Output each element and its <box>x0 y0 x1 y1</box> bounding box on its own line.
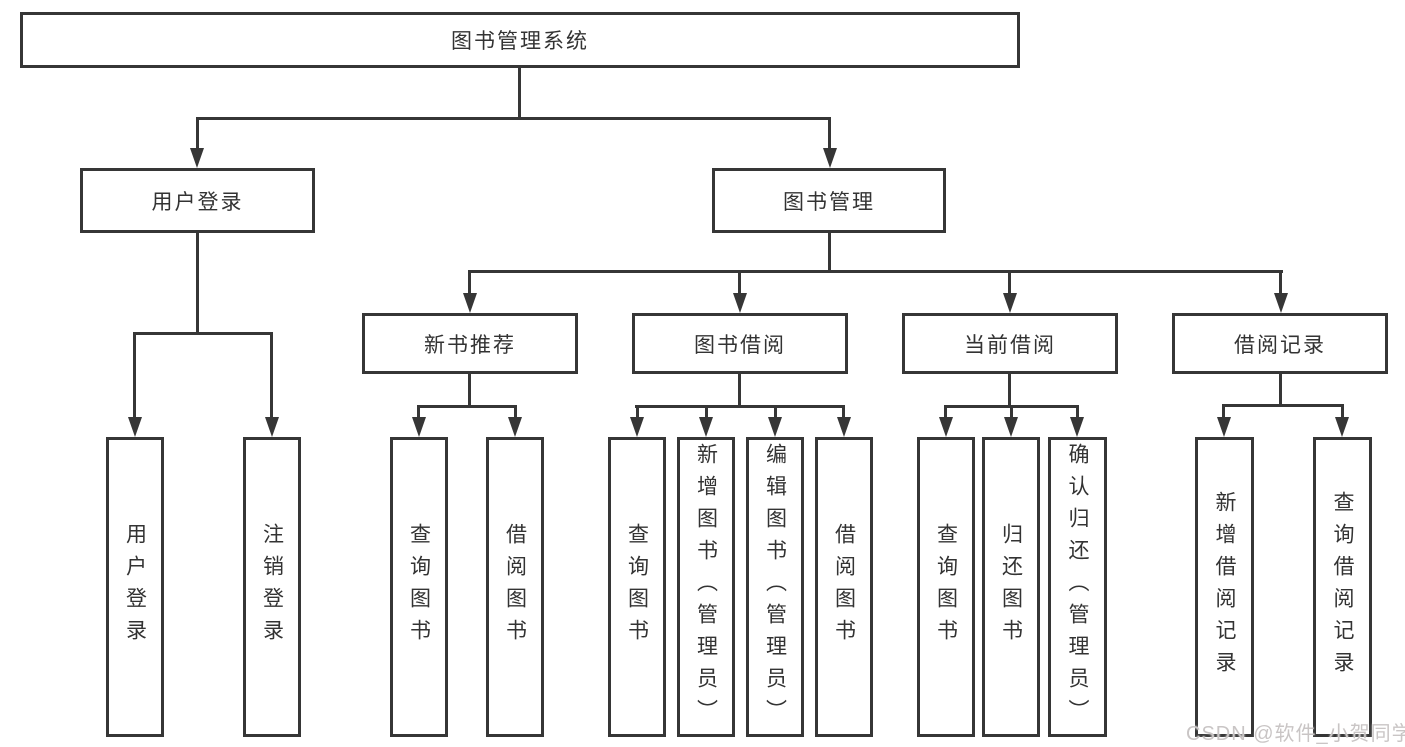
connector-line <box>1008 270 1011 296</box>
leaf-borrow-book-2-label: 借阅图书 <box>832 523 856 651</box>
leaf-user-login: 用户登录 <box>106 437 164 737</box>
connector-line <box>1279 270 1282 296</box>
node-book-borrow-label: 图书借阅 <box>694 333 786 357</box>
leaf-query-book-1-label: 查询图书 <box>407 523 431 651</box>
arrow-down-icon <box>265 417 279 437</box>
arrow-down-icon <box>190 148 204 168</box>
connector-line <box>133 332 273 335</box>
arrow-down-icon <box>508 417 522 437</box>
leaf-user-login-label: 用户登录 <box>123 523 147 651</box>
connector-line <box>270 332 273 420</box>
node-borrow-record-label: 借阅记录 <box>1234 333 1326 357</box>
node-user-login-label: 用户登录 <box>151 190 244 214</box>
arrow-down-icon <box>837 417 851 437</box>
leaf-query-borrow-record-label: 查询借阅记录 <box>1331 491 1354 683</box>
arrow-down-icon <box>699 417 713 437</box>
arrow-down-icon <box>128 417 142 437</box>
connector-line <box>944 405 947 420</box>
leaf-logout-label: 注销登录 <box>260 523 284 651</box>
leaf-confirm-return-admin-label: 确认归还（管理员） <box>1066 443 1089 731</box>
connector-line <box>1222 404 1225 420</box>
arrow-down-icon <box>823 148 837 168</box>
connector-line <box>514 405 517 420</box>
connector-line <box>1279 374 1282 406</box>
node-book-borrow: 图书借阅 <box>632 313 848 374</box>
connector-line <box>1076 405 1079 420</box>
connector-line <box>1010 405 1013 420</box>
connector-line <box>1008 374 1011 408</box>
connector-line <box>705 405 708 420</box>
leaf-borrow-book-1-label: 借阅图书 <box>503 523 527 651</box>
node-user-login: 用户登录 <box>80 168 315 233</box>
connector-line <box>468 374 471 408</box>
arrow-down-icon <box>630 417 644 437</box>
arrow-down-icon <box>1004 417 1018 437</box>
leaf-return-book: 归还图书 <box>982 437 1040 737</box>
arrow-down-icon <box>939 417 953 437</box>
node-current-borrow: 当前借阅 <box>902 313 1118 374</box>
arrow-down-icon <box>1070 417 1084 437</box>
connector-line <box>738 374 741 408</box>
leaf-borrow-book-2: 借阅图书 <box>815 437 873 737</box>
arrow-down-icon <box>1335 417 1349 437</box>
connector-line <box>635 405 845 408</box>
leaf-edit-book-admin-label: 编辑图书（管理员） <box>763 443 787 731</box>
node-root: 图书管理系统 <box>20 12 1020 68</box>
connector-line <box>417 405 517 408</box>
node-current-borrow-label: 当前借阅 <box>964 333 1056 357</box>
connector-line <box>468 270 471 296</box>
node-new-book-recommend-label: 新书推荐 <box>424 333 516 357</box>
connector-line <box>842 405 845 420</box>
connector-line <box>196 233 199 335</box>
leaf-query-book-2: 查询图书 <box>608 437 666 737</box>
arrow-down-icon <box>463 293 477 313</box>
leaf-query-book-3-label: 查询图书 <box>934 523 958 651</box>
connector-line <box>468 270 1283 273</box>
leaf-query-borrow-record: 查询借阅记录 <box>1313 437 1372 737</box>
leaf-borrow-book-1: 借阅图书 <box>486 437 544 737</box>
arrow-down-icon <box>1003 293 1017 313</box>
connector-line <box>133 332 136 420</box>
leaf-confirm-return-admin: 确认归还（管理员） <box>1048 437 1107 737</box>
leaf-query-book-1: 查询图书 <box>390 437 448 737</box>
arrow-down-icon <box>1274 293 1288 313</box>
leaf-query-book-2-label: 查询图书 <box>625 523 649 651</box>
node-book-management-label: 图书管理 <box>783 190 875 214</box>
node-borrow-record: 借阅记录 <box>1172 313 1388 374</box>
arrow-down-icon <box>733 293 747 313</box>
node-new-book-recommend: 新书推荐 <box>362 313 578 374</box>
csdn-watermark: CSDN @软件_小贺同学 <box>1186 723 1405 745</box>
leaf-logout: 注销登录 <box>243 437 301 737</box>
connector-line <box>1341 404 1344 420</box>
leaf-add-borrow-record: 新增借阅记录 <box>1195 437 1254 737</box>
leaf-add-book-admin-label: 新增图书（管理员） <box>694 443 718 731</box>
node-book-management: 图书管理 <box>712 168 946 233</box>
leaf-add-borrow-record-label: 新增借阅记录 <box>1213 491 1236 683</box>
connector-line <box>774 405 777 420</box>
connector-line <box>828 233 831 273</box>
connector-line <box>636 405 639 420</box>
connector-line <box>828 117 831 151</box>
arrow-down-icon <box>412 417 426 437</box>
leaf-edit-book-admin: 编辑图书（管理员） <box>746 437 804 737</box>
node-root-label: 图书管理系统 <box>451 30 589 53</box>
connector-line <box>196 117 831 120</box>
connector-line <box>518 68 521 120</box>
leaf-return-book-label: 归还图书 <box>999 523 1023 651</box>
leaf-add-book-admin: 新增图书（管理员） <box>677 437 735 737</box>
connector-line <box>1222 404 1344 407</box>
arrow-down-icon <box>768 417 782 437</box>
leaf-query-book-3: 查询图书 <box>917 437 975 737</box>
connector-line <box>738 270 741 296</box>
connector-line <box>196 117 199 151</box>
arrow-down-icon <box>1217 417 1231 437</box>
connector-line <box>417 405 420 420</box>
